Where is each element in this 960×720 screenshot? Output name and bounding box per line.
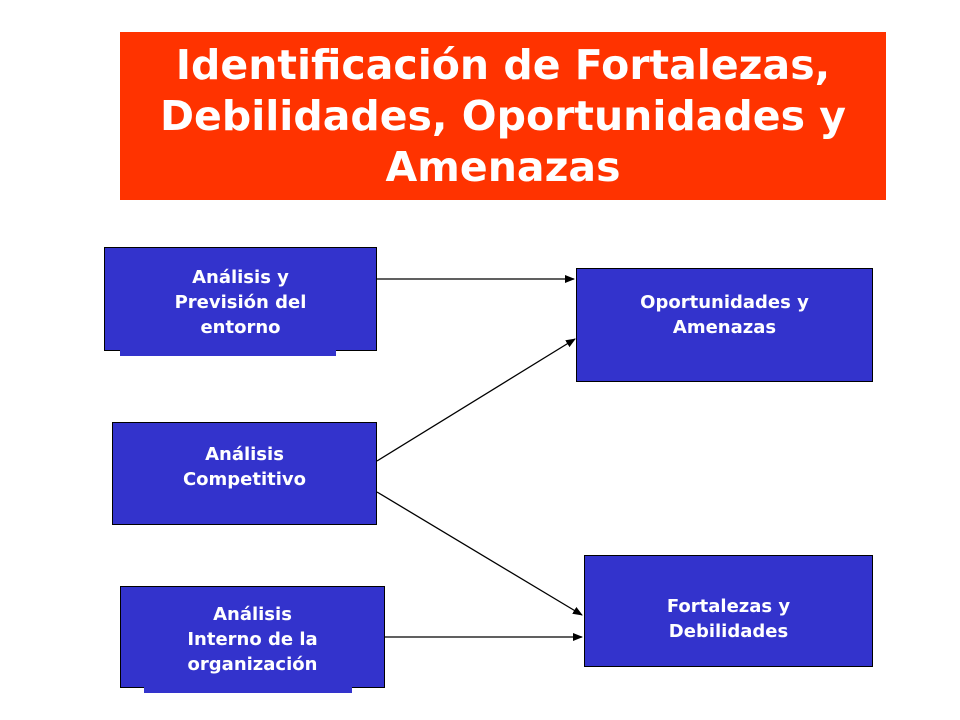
node-analisis-competitivo-label: Análisis Competitivo [182, 444, 307, 490]
node-analisis-interno-label: Análisis Interno de la organización [187, 604, 318, 675]
node-analisis-interno: Análisis Interno de la organización [120, 586, 385, 688]
node-oportunidades-amenazas: Oportunidades y Amenazas [576, 268, 873, 382]
node-analisis-competitivo: Análisis Competitivo [112, 422, 377, 525]
page-title: Identificación de Fortalezas, Debilidade… [160, 40, 846, 193]
arrow-competitivo-to-oportunidades [376, 338, 576, 462]
node-analisis-entorno-label: Análisis y Previsión del entorno [174, 267, 307, 338]
node-analisis-entorno: Análisis y Previsión del entorno [104, 247, 377, 351]
node-analisis-entorno-tab [120, 350, 336, 356]
title-banner: Identificación de Fortalezas, Debilidade… [120, 32, 886, 200]
title-line-1: Identificación de Fortalezas, [175, 40, 831, 89]
node-analisis-interno-tab [144, 687, 352, 693]
title-line-2: Debilidades, Oportunidades y [160, 91, 846, 140]
arrow-competitivo-to-fortalezas [376, 491, 583, 616]
node-oportunidades-amenazas-label: Oportunidades y Amenazas [640, 292, 809, 338]
title-line-3: Amenazas [385, 142, 621, 191]
node-fortalezas-debilidades: Fortalezas y Debilidades [584, 555, 873, 667]
node-fortalezas-debilidades-label: Fortalezas y Debilidades [666, 596, 791, 642]
